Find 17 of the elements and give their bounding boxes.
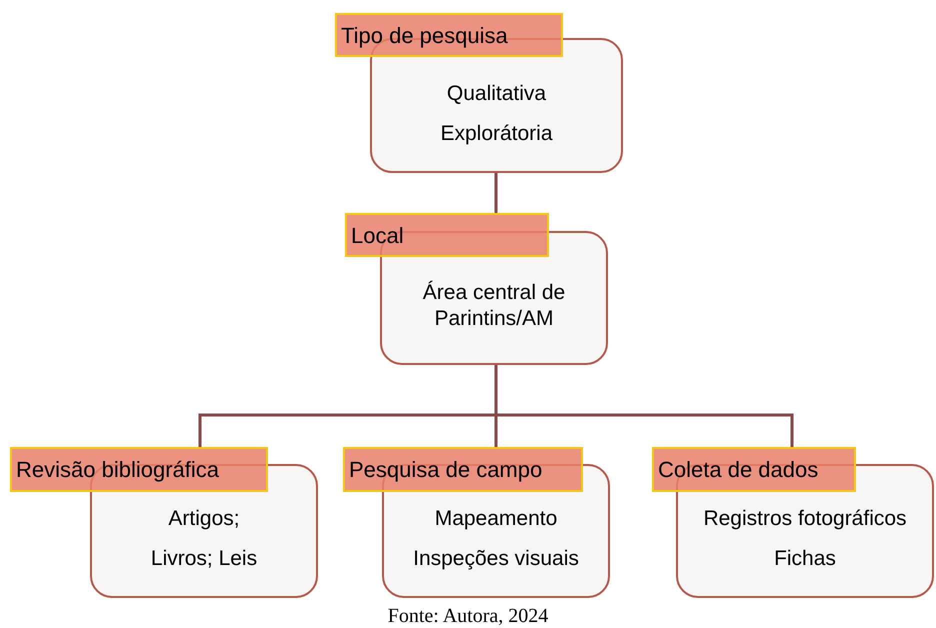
box-text: Qualitativa bbox=[446, 80, 548, 106]
heading-tab: Pesquisa de campo bbox=[343, 447, 583, 492]
box-text: Mapeamento bbox=[434, 506, 558, 532]
heading-tab: Coleta de dados bbox=[652, 447, 856, 492]
heading-tab: Tipo de pesquisa bbox=[335, 13, 563, 57]
box-text: Registros fotográficos bbox=[702, 506, 908, 532]
box-text: Livros; Leis bbox=[150, 546, 258, 572]
box-text: Artigos; bbox=[167, 506, 241, 532]
connector-line bbox=[494, 365, 794, 447]
box-text: Área central de Parintins/AM bbox=[422, 280, 566, 332]
heading-tab: Revisão bibliográfica bbox=[10, 447, 268, 492]
box-text: Inspeções visuais bbox=[412, 546, 580, 572]
box-text: Explorátoria bbox=[439, 120, 554, 146]
box-text: Fichas bbox=[773, 546, 837, 572]
connector-line bbox=[494, 173, 498, 213]
caption: Fonte: Autora, 2024 bbox=[388, 604, 548, 628]
heading-tab: Local bbox=[345, 213, 549, 257]
